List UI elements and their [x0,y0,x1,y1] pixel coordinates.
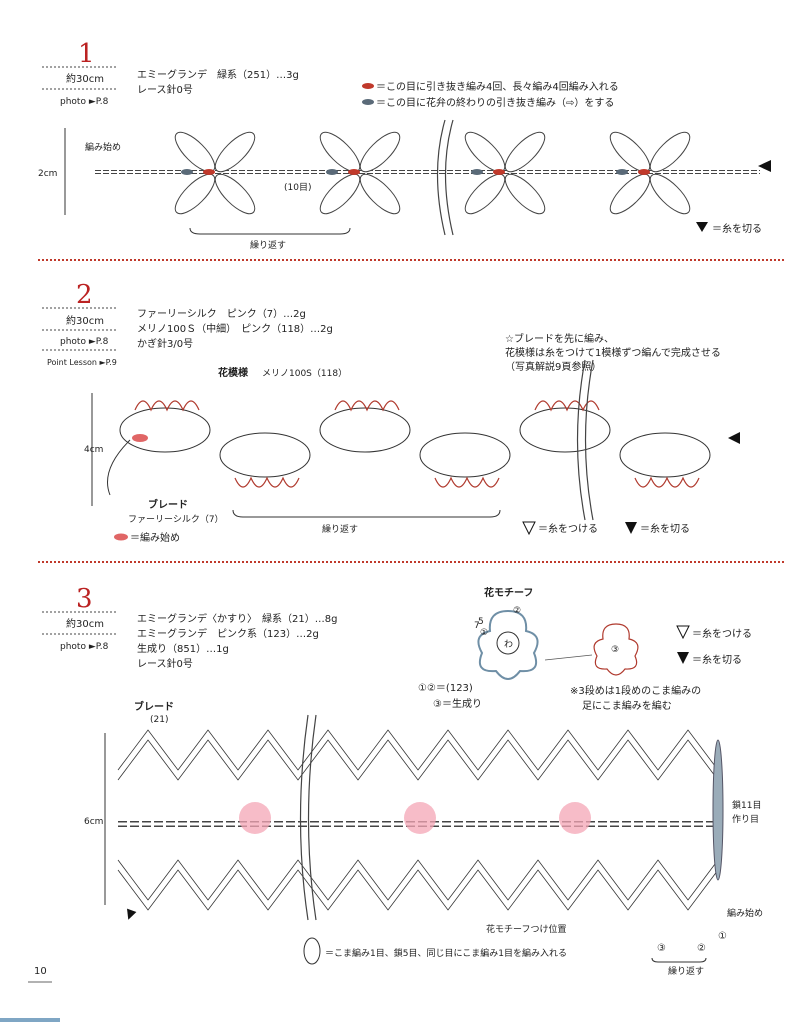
flower-2 [319,131,401,215]
section-3-material-4: レース針0号 [137,657,193,670]
section-3: 3 約30cm photo ►P.8 エミーグランデ〈かすり〉 緑系（21）…8… [42,584,763,977]
section-2-size: 約30cm [66,314,104,327]
section-1-start-label: 編み始め [85,141,121,153]
section-2-height: 4cm [84,445,103,455]
attach-thread-icon-3 [676,625,690,640]
section-3-material-2: エミーグランデ ピンク系（123）…2g [137,627,319,640]
section-1-legend-red: ＝この目に引き抜き編み4回、長々編み4回編み入れる [376,80,619,93]
section-3-motif-position: 花モチーフつけ位置 [486,923,566,935]
start-stitch-icon [132,434,148,442]
section-3-round-3: ③＝生成り [433,697,482,710]
section-2-cut-label: ＝糸を切る [640,523,690,535]
zigzag-braid [117,729,724,920]
section-3-cut-label: ＝糸を切る [692,654,742,666]
section-1-repeat: 繰り返す [250,239,286,251]
flower-4 [609,131,691,215]
attach-thread-icon [522,521,536,536]
flower-3 [464,131,546,215]
section-1-chain-count: (10目) [284,182,311,193]
section-1-size: 約30cm [66,72,104,85]
section-1: 1 約30cm photo ►P.8 エミーグランデ 緑系（251）…3g レー… [38,39,771,251]
section-3-photo: photo ►P.8 [60,642,109,652]
section-1-material-1: エミーグランデ 緑系（251）…3g [137,68,299,81]
section-3-braid-num: (21) [150,715,168,725]
motif-ring-1: ① [480,628,488,638]
section-1-cut-label: ＝糸を切る [712,223,762,235]
motif-ring-5: 5 [478,617,484,627]
motif-ring-7: 7 [474,621,480,631]
section-2-note-2: 花模様は糸をつけて1模様ずつ編んで完成させる [505,346,721,359]
round-1-label: ① [718,931,727,942]
section-2-material-3: かぎ針3/0号 [137,337,193,350]
cut-thread-icon [758,160,771,172]
braid-row-2 [107,400,740,496]
cut-thread-icon-2 [625,522,637,534]
section-1-number: 1 [78,39,95,69]
section-3-start-label: 編み始め [727,907,763,919]
section-2-flower-yarn: メリノ100S（118） [262,368,347,379]
section-2-material-2: メリノ100Ｓ（中細） ピンク（118）…2g [137,322,333,335]
cut-thread-icon-3 [677,652,689,664]
section-2-note-1: ☆ブレードを先に編み、 [505,332,614,345]
section-3-note-1: ※3段めは1段めのこま編みの [570,684,701,697]
section-3-make-label: 作り目 [732,813,759,825]
section-1-legend-gray: ＝この目に花弁の終わりの引き抜き編み（⇨）をする [376,96,614,109]
section-2-flower-label: 花模様 [218,366,249,379]
flower-motif-round-3 [593,623,639,676]
section-3-height: 6cm [84,817,103,827]
section-3-material-3: 生成り（851）…1g [137,642,229,655]
section-3-chain-count: 鎖11目 [732,799,761,811]
section-3-round-12: ①②＝(123) [418,683,473,694]
section-2-lesson: Point Lesson ►P.9 [47,358,117,367]
page-number: 10 [34,966,47,977]
section-1-height: 2cm [38,169,57,179]
section-3-attach-label: ＝糸をつける [692,628,752,640]
section-2-photo: photo ►P.8 [60,337,109,347]
section-3-repeat: 繰り返す [668,965,704,977]
round-2-label: ② [697,943,706,954]
gray-stitch-key-icon [362,99,374,105]
round-3-label: ③ [657,943,666,954]
flower-1 [174,131,256,215]
section-1-material-2: レース針0号 [137,83,193,96]
motif-round-3: ③ [611,645,619,655]
section-3-material-1: エミーグランデ〈かすり〉 緑系（21）…8g [137,612,337,625]
section-2-start-label: ＝編み始め [130,531,180,544]
section-2-attach-label: ＝糸をつける [538,523,598,535]
section-3-braid-label: ブレード [134,700,174,713]
motif-ring-label: わ [504,639,513,650]
motif-ring-2: ② [513,606,521,616]
section-3-motif-label: 花モチーフ [484,586,533,599]
section-2-braid-yarn: ファーリーシルク（7） [128,514,224,525]
cut-thread-key-icon [696,222,708,232]
section-3-size: 約30cm [66,617,104,630]
section-2-number: 2 [76,280,93,310]
section-3-number: 3 [76,584,93,614]
section-2-repeat: 繰り返す [322,523,358,535]
section-2-braid-label: ブレード [148,498,188,511]
section-3-stitch-legend: ＝こま編み1目、鎖5目、同じ目にこま編み1目を編み入れる [325,947,567,959]
flower-motif: わ [477,609,539,680]
section-3-note-2: 足にこま編みを編む [582,699,672,712]
section-2-material-1: ファーリーシルク ピンク（7）…2g [137,308,306,320]
red-stitch-key-icon [362,83,374,89]
section-1-photo: photo ►P.8 [60,97,109,107]
section-2: 2 約30cm photo ►P.8 Point Lesson ►P.9 ファー… [42,280,740,544]
section-2-note-3: （写真解説9頁参照） [505,360,601,373]
stitch-group-icon [303,937,321,965]
